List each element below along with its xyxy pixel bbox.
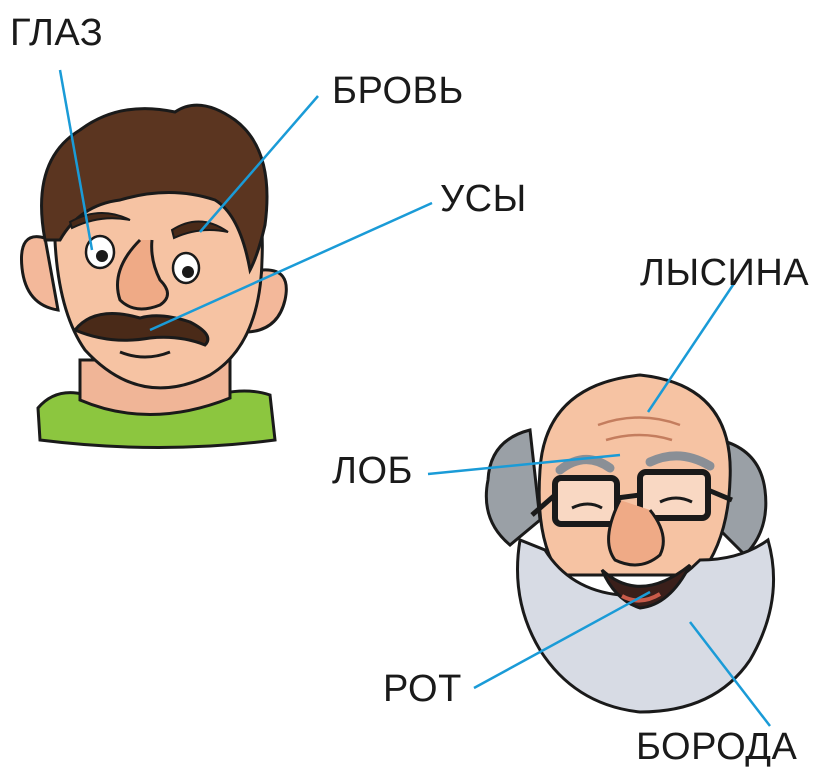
leader-eye — [58, 69, 94, 251]
mouth — [119, 350, 171, 359]
nose — [116, 238, 169, 311]
label-forehead: ЛОБ — [332, 450, 413, 492]
mustache — [72, 312, 210, 347]
label-eye: ГЛАЗ — [10, 12, 104, 54]
label-mouth: РОТ — [383, 668, 462, 710]
leader-mouth — [473, 590, 651, 690]
leader-lines — [58, 69, 771, 727]
right-eyebrow — [170, 220, 229, 240]
old-right-eyebrow — [645, 451, 715, 471]
left-ear — [19, 235, 60, 312]
leader-bald — [646, 281, 737, 413]
label-bald: ЛЫСИНА — [640, 252, 810, 294]
old-man-face — [484, 373, 776, 714]
label-mustache: УСЫ — [440, 178, 527, 220]
leader-mustache — [149, 201, 433, 332]
old-nose — [607, 499, 665, 567]
left-grey-hair — [484, 428, 542, 547]
leader-beard — [689, 621, 771, 727]
leader-brow — [199, 95, 319, 233]
brown-hair — [40, 103, 269, 275]
label-beard: БОРОДА — [636, 726, 798, 768]
label-brow: БРОВЬ — [332, 70, 464, 112]
young-man-face — [19, 103, 288, 449]
glasses-left-lens — [552, 475, 620, 527]
leader-forehead — [427, 453, 621, 476]
